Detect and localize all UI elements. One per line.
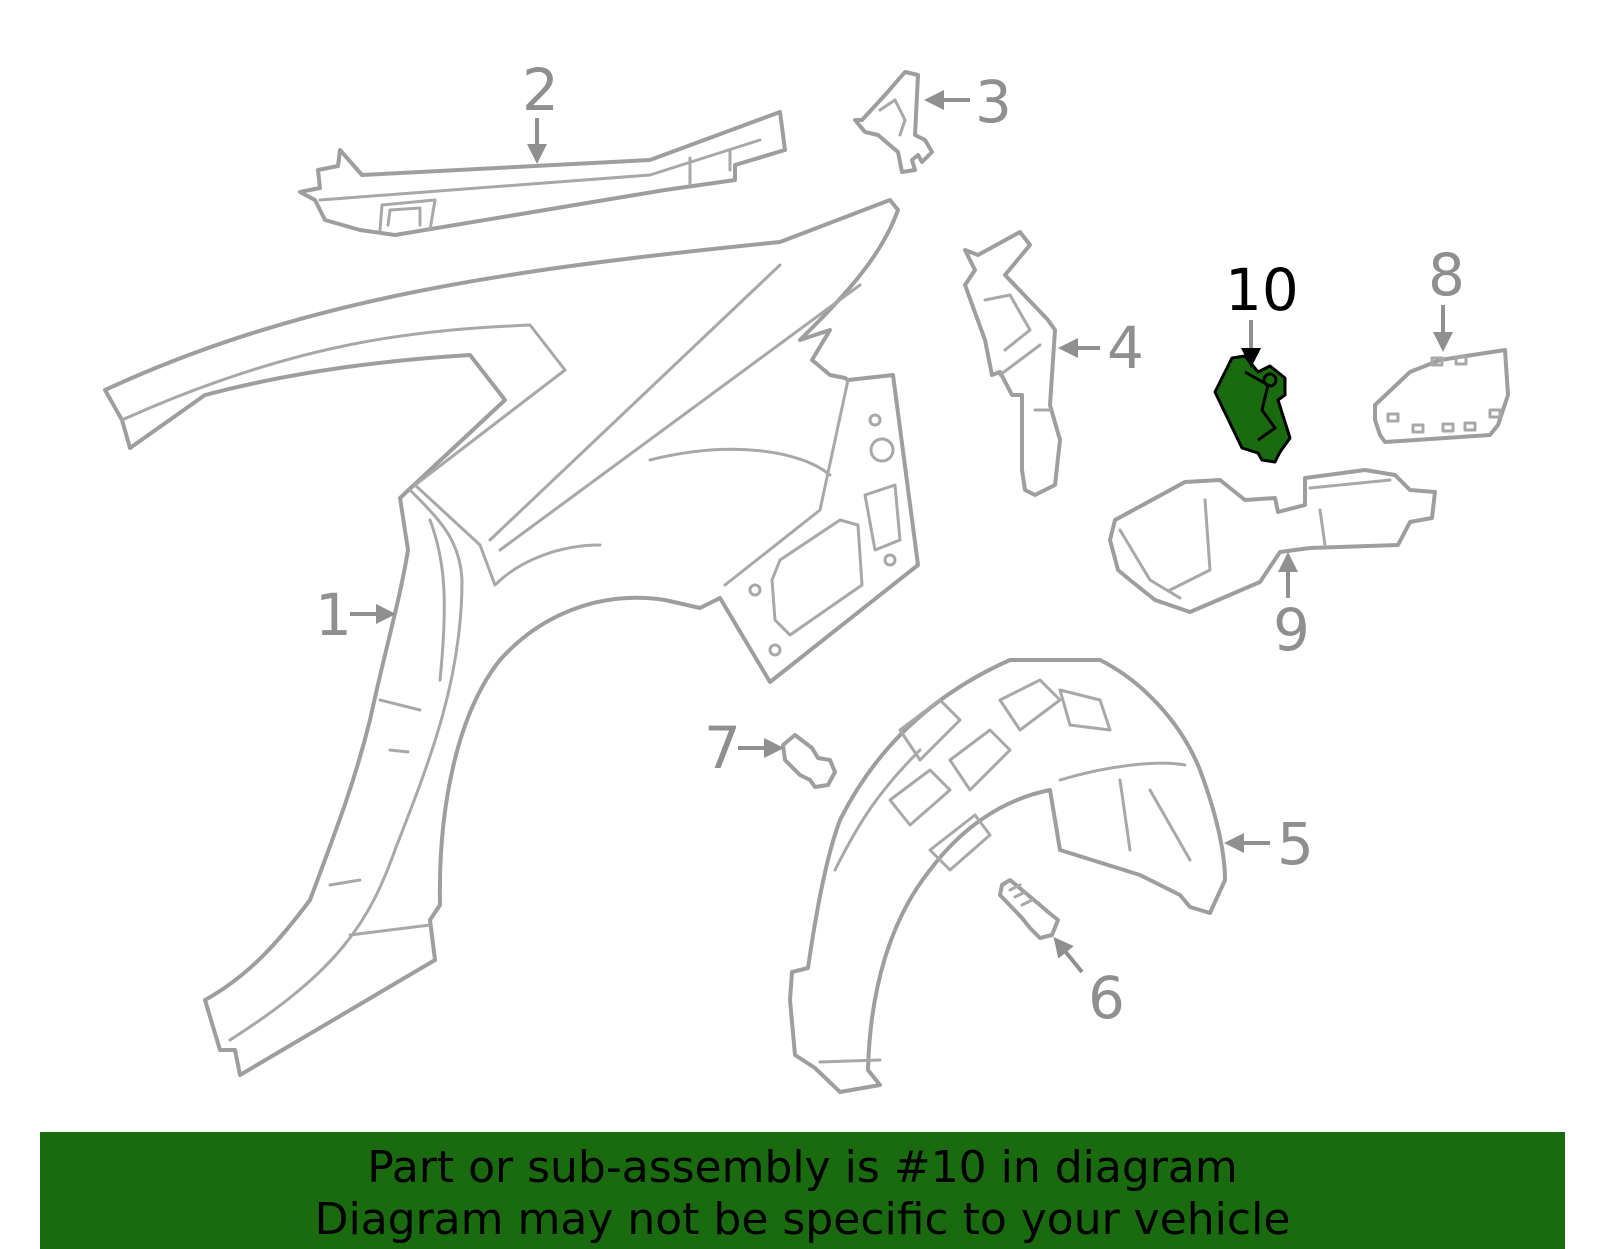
part-7-clip <box>781 733 837 789</box>
callout-1: 1 <box>315 581 352 649</box>
callout-5: 5 <box>1277 810 1314 878</box>
callout-3: 3 <box>975 68 1012 136</box>
part-1-quarter-panel <box>103 198 920 1077</box>
callout-4: 4 <box>1107 314 1144 382</box>
callout-8: 8 <box>1428 241 1465 309</box>
leader-lines <box>350 90 1453 974</box>
leader-6 <box>1053 936 1084 974</box>
part-10-highlighted <box>1213 354 1292 464</box>
part-8-bracket <box>1373 348 1510 444</box>
part-9-fuel-housing <box>1108 468 1437 614</box>
callout-labels: 1 2 3 4 5 6 7 8 9 10 <box>315 56 1465 1032</box>
callout-7: 7 <box>704 714 741 782</box>
part-2-roof-rail <box>298 110 787 237</box>
banner-line-2: Diagram may not be specific to your vehi… <box>314 1194 1291 1245</box>
banner-line-1: Part or sub-assembly is #10 in diagram <box>367 1142 1238 1193</box>
part-4-pillar-reinforcement <box>963 230 1062 497</box>
notice-banner: Part or sub-assembly is #10 in diagram D… <box>40 1132 1565 1249</box>
part-5-wheelhouse-liner <box>788 658 1227 1094</box>
part-3-bracket <box>853 70 934 174</box>
callout-2: 2 <box>522 56 559 124</box>
callout-10: 10 <box>1225 256 1299 324</box>
callout-9: 9 <box>1273 596 1310 664</box>
part-6-bolt <box>998 878 1060 940</box>
callout-6: 6 <box>1088 964 1125 1032</box>
